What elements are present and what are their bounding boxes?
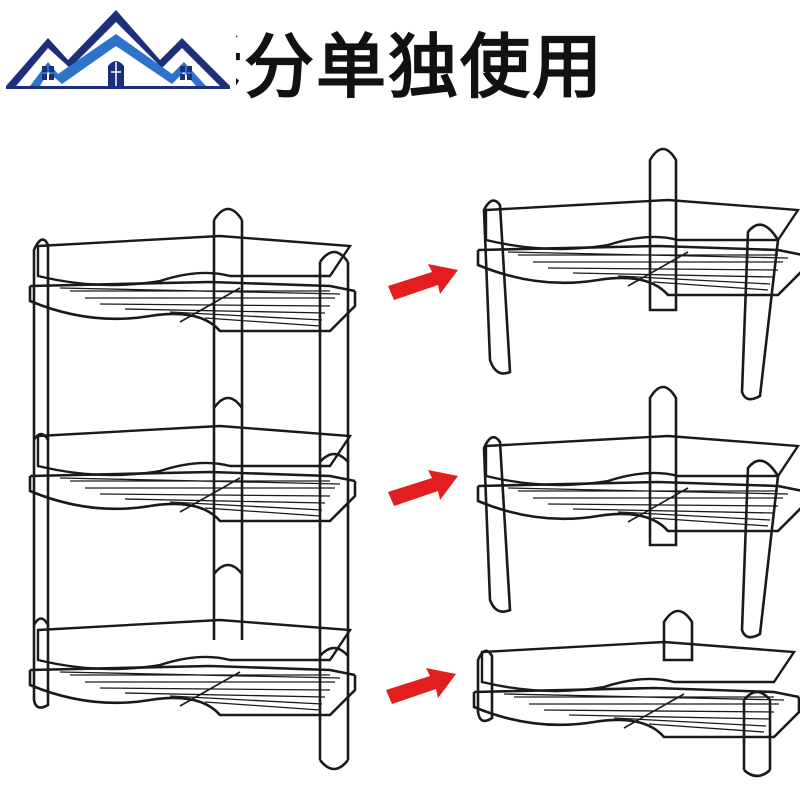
arrow-right-icon [388,470,458,506]
logo [0,0,236,100]
separated-tier-bottom [472,609,800,778]
separated-tier-middle [476,385,800,639]
arrow-right-icon [386,668,456,704]
separated-tier-top [476,147,800,401]
full-rack [28,207,357,771]
arrow-right-icon [388,264,458,300]
house-roof-logo-icon [0,0,236,100]
